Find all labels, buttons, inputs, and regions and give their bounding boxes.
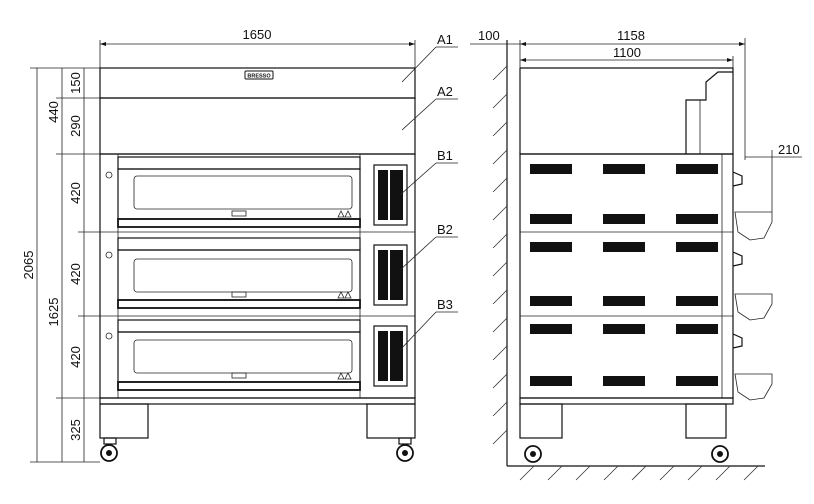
front-view: 1650 BRESSO [21,27,458,463]
side-vents-2 [530,242,718,306]
dim-hood-lower: 290 [68,115,83,137]
hood-a2 [99,97,416,155]
dim-handle-proj: 210 [778,142,800,157]
stand [99,397,416,462]
deck-2 [105,237,408,309]
deck-2-window [133,258,353,293]
side-view: 100 1158 1100 [470,28,802,481]
dim-body-depth: 1100 [613,45,641,60]
deck-2-control-panel [373,244,408,306]
dim-deck-2: 420 [68,263,83,285]
deck-1-control-panel [373,164,408,226]
side-caster-left [524,445,542,463]
side-vents-3 [530,324,718,386]
deck-2-indicator [105,251,113,259]
dim-total-height: 2065 [21,251,36,280]
label-b3: B3 [437,297,453,312]
dim-deck-1: 420 [68,182,83,204]
deck-3-control-panel [373,325,408,387]
oven-body [99,153,416,399]
caster-left [100,444,118,462]
deck-1-indicator [105,171,113,179]
logo-text: BRESSO [247,74,271,80]
label-b1: B1 [437,148,453,163]
deck-3 [105,319,408,391]
door-handles [732,171,773,401]
logo-badge [244,70,274,80]
caster-right [396,444,414,462]
deck-3-window [133,339,353,374]
dim-wall-gap: 100 [478,28,500,43]
dim-width-1650: 1650 [243,27,272,42]
label-a1: A1 [437,32,453,47]
dim-hood-total: 440 [46,101,61,123]
dim-overall-depth: 1158 [617,28,645,43]
deck-1 [105,156,408,228]
label-a2: A2 [437,84,453,99]
dim-hood-top: 150 [68,72,83,94]
dim-lower-height: 1625 [46,298,61,327]
side-caster-right [711,445,729,463]
dim-stand: 325 [68,419,83,441]
side-vents-1 [530,164,718,224]
dim-deck-3: 420 [68,346,83,368]
side-body [519,153,734,399]
deck-1-window [133,175,353,210]
deck-1-badge [231,210,247,217]
deck-3-indicator [105,332,113,340]
label-b2: B2 [437,222,453,237]
